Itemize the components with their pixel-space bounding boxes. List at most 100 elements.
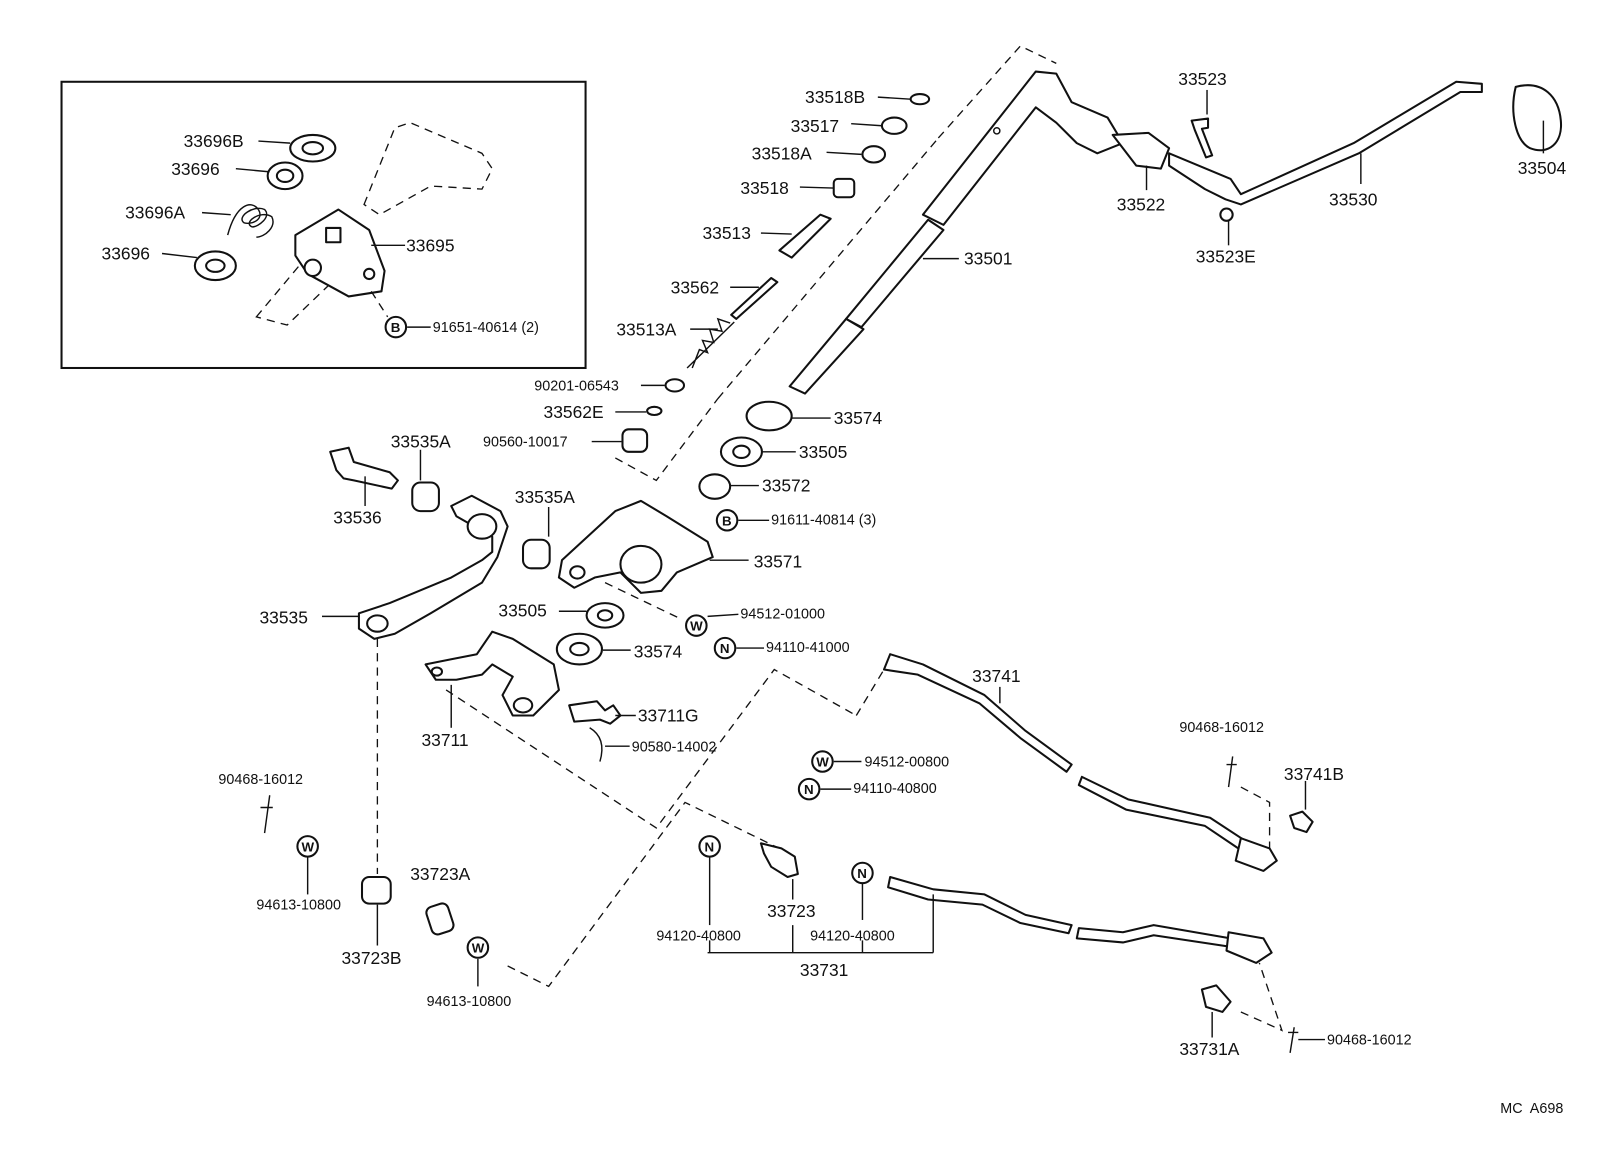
leader-33513: [760, 232, 792, 235]
part-33535: [357, 494, 509, 640]
part-90468-16012-clip-a: [1226, 756, 1237, 788]
label-33523E: 33523E: [1196, 247, 1256, 267]
label-91651-40614: 91651-40614 (2): [433, 320, 539, 336]
part-33741-lower: [1077, 775, 1251, 853]
label-90201-06543: 90201-06543: [534, 378, 619, 394]
leader-33696-upper: [235, 167, 269, 173]
ring-N-94120-a-letter: N: [705, 839, 715, 854]
label-33504: 33504: [1518, 158, 1567, 178]
leader-33696A: [201, 211, 231, 216]
label-33741: 33741: [972, 666, 1020, 686]
leader-33518B: [877, 96, 911, 100]
part-33505-upper-hole: [732, 444, 751, 459]
part-33696A-spring: [226, 204, 274, 238]
ring-N-94120-b-letter: N: [857, 866, 867, 881]
label-33523: 33523: [1178, 69, 1226, 89]
part-33562E: [646, 405, 663, 417]
part-33711: [424, 630, 560, 717]
label-90580-14002: 90580-14002: [632, 739, 717, 755]
label-33572: 33572: [762, 476, 810, 496]
label-33731: 33731: [800, 960, 848, 980]
ring-W-94512-b: [811, 750, 834, 773]
label-33535A-1: 33535A: [391, 432, 451, 452]
label-33696A: 33696A: [125, 203, 185, 223]
part-33518: [832, 177, 856, 199]
part-33723: [759, 842, 799, 879]
label-94120-40800-b: 94120-40800: [810, 928, 895, 944]
dash-33711-linkage: [445, 668, 857, 829]
leader-33696B: [258, 140, 291, 144]
part-33501-mid: [845, 218, 945, 329]
part-33501-upper: [921, 70, 1124, 226]
part-33513: [778, 213, 832, 259]
label-33535A-2: 33535A: [515, 487, 575, 507]
leader-33517: [851, 122, 882, 127]
label-94120-40800-a: 94120-40800: [656, 928, 741, 944]
part-33517: [880, 116, 908, 135]
label-33501: 33501: [964, 249, 1012, 269]
label-33513: 33513: [702, 223, 750, 243]
part-33741-upper: [882, 653, 1073, 773]
part-33571-bore: [619, 544, 663, 584]
part-33535-bore: [466, 513, 498, 540]
label-33518A: 33518A: [752, 143, 812, 163]
part-33574-upper: [745, 400, 793, 432]
part-33695-bolt: [363, 267, 376, 281]
label-33562E: 33562E: [544, 402, 604, 422]
dash-33741-end: [855, 664, 888, 716]
ring-N-94110-a: [713, 636, 737, 660]
label-90468-16012-b: 90468-16012: [218, 772, 303, 788]
diagram-code: MC A698: [1500, 1101, 1563, 1117]
label-33505-upper: 33505: [799, 442, 847, 462]
part-33711G: [568, 700, 622, 725]
label-91611-40814: 91611-40814 (3): [771, 512, 876, 528]
label-33518: 33518: [740, 178, 788, 198]
lower-linkage: W N W N W W N N 33535A 33536 33535A 3357…: [218, 432, 1411, 1059]
part-33695: [294, 208, 386, 298]
part-33741-clevis: [1234, 837, 1278, 872]
part-33562: [730, 277, 779, 320]
ring-W-94613-a: [296, 835, 319, 858]
dash-33741-clip: [1240, 786, 1271, 849]
ring-B-inset-letter: B: [391, 320, 401, 335]
lever-ghost-dash: [937, 45, 1057, 139]
part-33696B-hole: [301, 141, 325, 156]
ring-N-94110-b: [797, 777, 821, 801]
label-90468-16012-a: 90468-16012: [1179, 720, 1264, 736]
ring-B-main-letter: B: [722, 513, 732, 528]
ring-B-main: [715, 509, 739, 532]
label-33530: 33530: [1329, 189, 1377, 209]
part-33518B: [909, 93, 931, 106]
leader-33731-bracket: [707, 894, 934, 954]
label-33574-upper: 33574: [834, 408, 883, 428]
label-33562: 33562: [671, 277, 719, 297]
label-33696-lower: 33696: [102, 244, 150, 264]
part-33695-bore: [303, 258, 323, 278]
part-33536: [329, 446, 399, 490]
label-33695: 33695: [406, 235, 454, 255]
label-94613-10800-a: 94613-10800: [256, 898, 341, 914]
leader-33696-lower: [161, 252, 197, 259]
part-33731-upper: [887, 876, 1073, 935]
part-33523E: [1219, 207, 1234, 222]
inset-panel: 33696B 33696 33696A 33696 33695 B 91651-…: [60, 80, 587, 370]
label-33536: 33536: [333, 507, 381, 527]
label-33517: 33517: [791, 116, 839, 136]
ring-N-94110-b-letter: N: [804, 782, 814, 797]
part-33501-pin: [993, 127, 1001, 135]
ring-N-94110-a-letter: N: [720, 641, 730, 656]
part-90560-10017: [621, 428, 649, 453]
label-94512-01000: 94512-01000: [740, 606, 825, 622]
leader-94512-a: [707, 613, 739, 618]
part-90468-16012-clip-c: [1288, 1027, 1299, 1053]
part-33695-slot: [325, 226, 342, 244]
label-94512-00800: 94512-00800: [865, 755, 950, 771]
ring-W-94613-b-letter: W: [472, 941, 485, 956]
part-33523: [1190, 117, 1214, 159]
label-33518B: 33518B: [805, 87, 865, 107]
inset-lever-ghost: [363, 121, 494, 216]
label-33696B: 33696B: [184, 131, 244, 151]
part-33501-lower: [788, 317, 865, 395]
label-33711G: 33711G: [638, 706, 699, 726]
